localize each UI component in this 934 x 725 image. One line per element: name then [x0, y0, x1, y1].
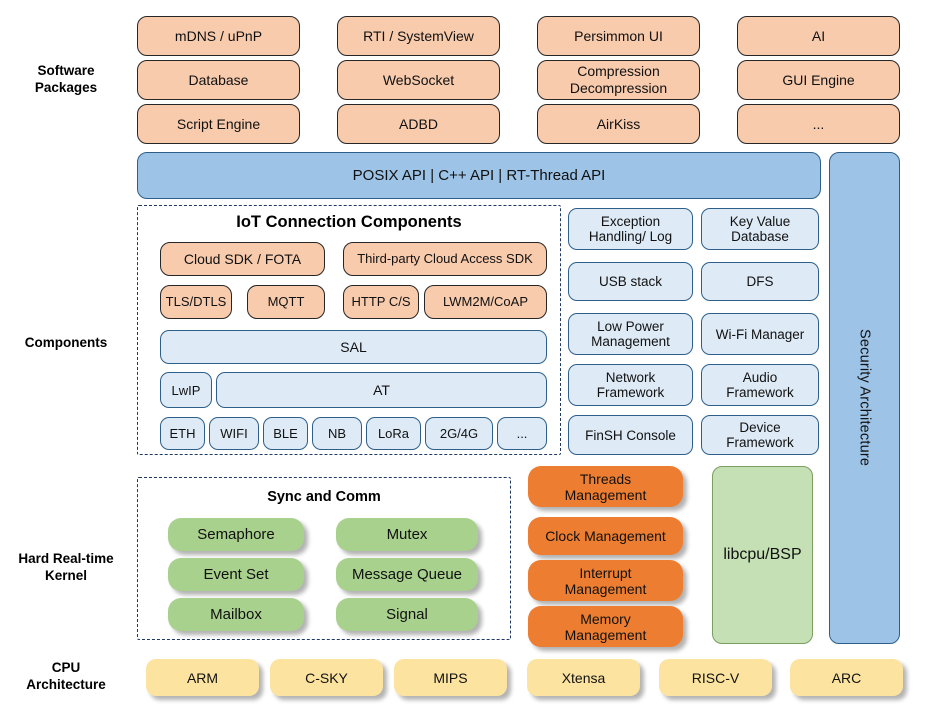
row-label-components: Components [24, 334, 108, 350]
iot-link-2g-4g[interactable]: 2G/4G [425, 417, 493, 450]
package-persimmon-ui[interactable]: Persimmon UI [537, 16, 700, 56]
cpu-c-sky[interactable]: C-SKY [270, 659, 383, 696]
cpu-mips[interactable]: MIPS [394, 659, 507, 696]
iot-mqtt[interactable]: MQTT [247, 285, 325, 319]
package-airkiss[interactable]: AirKiss [537, 104, 700, 144]
cpu-risc-v[interactable]: RISC-V [659, 659, 772, 696]
component-wifi-manager[interactable]: Wi-Fi Manager [701, 313, 819, 355]
security-architecture-bar: Security Architecture [829, 152, 900, 644]
security-architecture-label: Security Architecture [856, 329, 873, 467]
kernel-semaphore[interactable]: Semaphore [168, 518, 304, 551]
iot-tls-dtls[interactable]: TLS/DTLS [160, 285, 232, 319]
kernel-clock-management[interactable]: Clock Management [528, 517, 683, 555]
package-mdns-upnp[interactable]: mDNS / uPnP [137, 16, 300, 56]
iot-third-party-cloud-access-sdk[interactable]: Third-party Cloud Access SDK [343, 242, 547, 276]
package-gui-engine[interactable]: GUI Engine [737, 60, 900, 100]
package-script-engine[interactable]: Script Engine [137, 104, 300, 144]
kernel-memory-management[interactable]: Memory Management [528, 606, 683, 647]
iot-lwm2m-coap[interactable]: LWM2M/CoAP [424, 285, 547, 319]
component-device-framework[interactable]: Device Framework [701, 415, 819, 455]
sync-and-comm-title: Sync and Comm [267, 489, 381, 505]
component-exception-handling-log[interactable]: Exception Handling/ Log [568, 208, 693, 250]
package-ai[interactable]: AI [737, 16, 900, 56]
package-database[interactable]: Database [137, 60, 300, 100]
row-label-software-packages: Software Packages [34, 63, 98, 95]
kernel-mutex[interactable]: Mutex [336, 518, 478, 551]
kernel-interrupt-management[interactable]: Interrupt Management [528, 560, 683, 601]
cpu-arc[interactable]: ARC [790, 659, 903, 696]
api-bar: POSIX API | C++ API | RT-Thread API [137, 152, 821, 199]
iot-at[interactable]: AT [216, 372, 547, 408]
cpu-xtensa[interactable]: Xtensa [527, 659, 640, 696]
iot-link-nb[interactable]: NB [312, 417, 362, 450]
component-dfs[interactable]: DFS [701, 262, 819, 301]
kernel-mailbox[interactable]: Mailbox [168, 598, 304, 631]
iot-link-ble[interactable]: BLE [263, 417, 308, 450]
kernel-message-queue[interactable]: Message Queue [336, 558, 478, 591]
package-websocket[interactable]: WebSocket [337, 60, 500, 100]
iot-sal[interactable]: SAL [160, 330, 547, 364]
component-network-framework[interactable]: Network Framework [568, 364, 693, 406]
sync-and-comm-group [137, 477, 511, 640]
kernel-libcpu-bsp[interactable]: libcpu/BSP [712, 466, 813, 644]
component-audio-framework[interactable]: Audio Framework [701, 364, 819, 406]
iot-connection-components-group [137, 205, 561, 455]
package-rti-systemview[interactable]: RTI / SystemView [337, 16, 500, 56]
iot-cloud-sdk-fota[interactable]: Cloud SDK / FOTA [160, 242, 325, 276]
iot-connection-components-title: IoT Connection Components [236, 213, 462, 231]
row-label-kernel: Hard Real-time Kernel [18, 551, 114, 583]
iot-lwip[interactable]: LwIP [160, 372, 212, 408]
iot-link-wifi[interactable]: WIFI [209, 417, 259, 450]
component-low-power-management[interactable]: Low Power Management [568, 313, 693, 355]
iot-link-lora[interactable]: LoRa [366, 417, 421, 450]
iot-http-cs[interactable]: HTTP C/S [343, 285, 419, 319]
kernel-threads-management[interactable]: Threads Management [528, 466, 683, 507]
iot-link-eth[interactable]: ETH [160, 417, 205, 450]
package-compression-decompression[interactable]: Compression Decompression [537, 60, 700, 100]
package-ellipsis[interactable]: ... [737, 104, 900, 144]
iot-link-ellipsis[interactable]: ... [497, 417, 547, 450]
component-finsh-console[interactable]: FinSH Console [568, 415, 693, 455]
package-adbd[interactable]: ADBD [337, 104, 500, 144]
component-key-value-database[interactable]: Key Value Database [701, 208, 819, 250]
row-label-cpu-architecture: CPU Architecture [26, 660, 106, 692]
component-usb-stack[interactable]: USB stack [568, 262, 693, 301]
kernel-event-set[interactable]: Event Set [168, 558, 304, 591]
cpu-arm[interactable]: ARM [146, 659, 259, 696]
kernel-signal[interactable]: Signal [336, 598, 478, 631]
